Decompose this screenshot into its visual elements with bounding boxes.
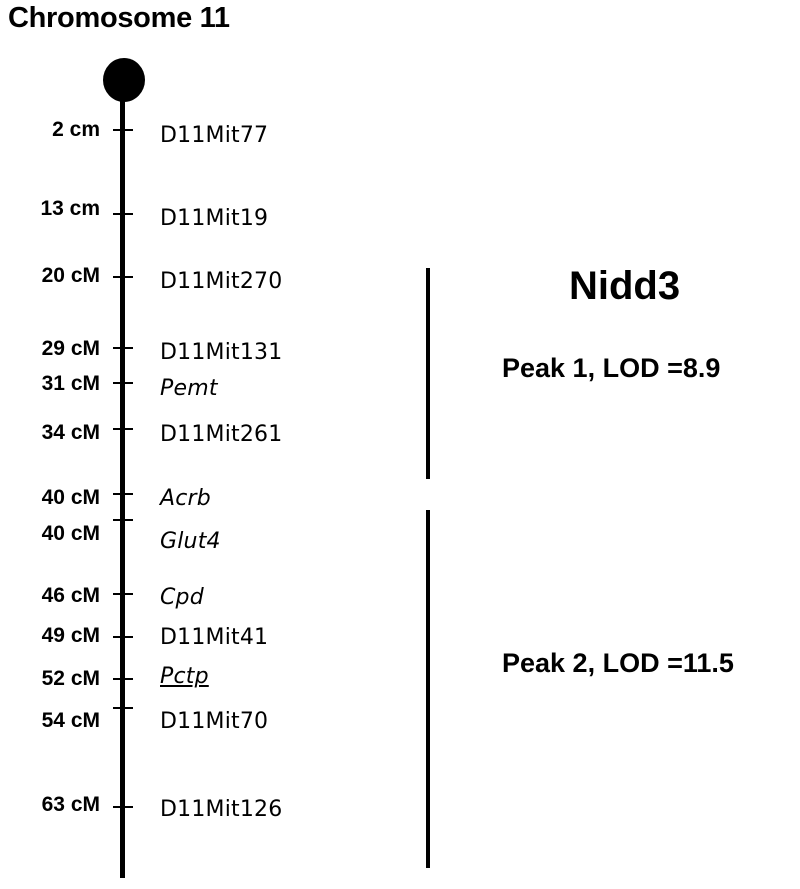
marker-name: Glut4 [160,529,221,554]
chromosome-line [120,80,125,878]
marker-name: Pemt [160,376,218,401]
marker-position: 34 cM [41,421,100,444]
marker-tick [113,678,133,680]
marker-name: D11Mit131 [160,340,283,365]
peak-2-label: Peak 2, LOD =11.5 [502,648,734,678]
marker-tick [113,806,133,808]
marker-name: D11Mit41 [160,625,269,650]
marker-name: Cpd [160,585,204,610]
marker-tick [113,347,133,349]
marker-name: D11Mit261 [160,422,283,447]
marker-name: Pctp [160,664,209,689]
marker-tick [113,707,133,709]
marker-position: 29 cM [41,337,100,360]
qtl-name: Nidd3 [569,264,681,308]
marker-position: 13 cm [40,197,100,220]
marker-tick [113,276,133,278]
marker-tick [113,593,133,595]
qtl-interval-bar-peak-2 [426,510,430,868]
marker-name: D11Mit70 [160,709,269,734]
marker-position: 40 cM [41,522,100,545]
marker-tick [113,129,133,131]
marker-name: D11Mit77 [160,123,269,148]
marker-tick [113,493,133,495]
marker-name: Acrb [160,486,211,511]
marker-position: 54 cM [41,709,100,732]
marker-tick [113,213,133,215]
peak-1-label: Peak 1, LOD =8.9 [502,353,721,383]
marker-position: 2 cm [52,118,100,141]
marker-name: D11Mit270 [160,269,283,294]
marker-position: 49 cM [41,624,100,647]
chromosome-title: Chromosome 11 [8,2,230,34]
marker-position: 20 cM [41,264,100,287]
marker-tick [113,636,133,638]
marker-tick [113,428,133,430]
marker-tick [113,519,133,521]
qtl-interval-bar-peak-1 [426,268,430,479]
marker-tick [113,382,133,384]
marker-name: D11Mit19 [160,206,269,231]
marker-name: D11Mit126 [160,797,283,822]
marker-position: 40 cM [41,486,100,509]
marker-position: 52 cM [41,667,100,690]
marker-position: 63 cM [41,793,100,816]
marker-position: 46 cM [41,584,100,607]
marker-position: 31 cM [41,372,100,395]
